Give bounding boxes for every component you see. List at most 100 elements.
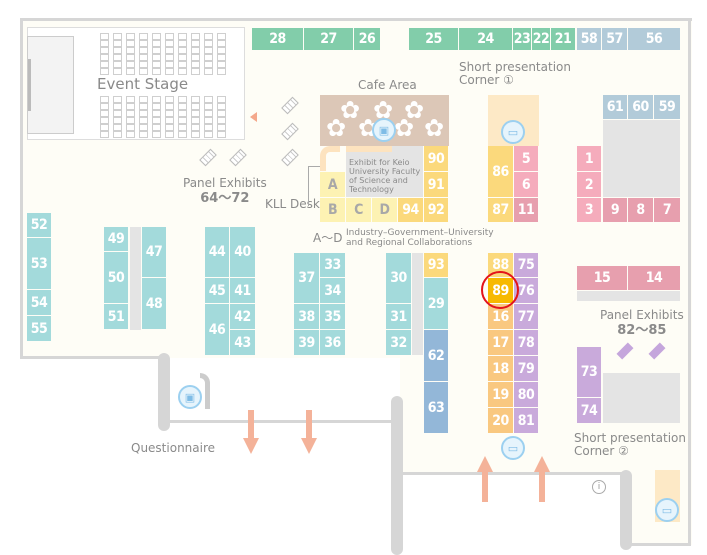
booth-28[interactable]: 28 [252,28,303,50]
seat [100,124,109,131]
booth-48[interactable]: 48 [142,278,166,329]
presentation-screen-icon: ▭ [501,436,525,460]
booth-19[interactable]: 19 [488,382,513,407]
booth-30[interactable]: 30 [386,253,411,303]
seat [100,47,109,54]
booth-93[interactable]: 93 [424,253,448,277]
seat [204,33,213,40]
booth-42[interactable]: 42 [230,304,255,329]
cafe-table-icon: ✿ [340,96,361,124]
seat [113,117,122,124]
booth-44[interactable]: 44 [205,227,229,277]
booth-17[interactable]: 17 [488,330,513,355]
ballot-box-icon: ▣ [178,385,202,409]
booth-33[interactable]: 33 [320,253,345,277]
booth-79[interactable]: 79 [514,356,538,381]
booth-74[interactable]: 74 [577,398,601,423]
seat [152,117,161,124]
booth-3[interactable]: 3 [577,198,601,222]
seat [165,33,174,40]
booth-11[interactable]: 11 [514,198,538,222]
booth-77[interactable]: 77 [514,304,538,329]
booth-47[interactable]: 47 [142,227,166,277]
booth-24[interactable]: 24 [459,28,512,50]
seat [217,47,226,54]
booth-57[interactable]: 57 [602,28,627,50]
booth-6[interactable]: 6 [514,172,538,197]
seat [191,124,200,131]
panel-exhibits-left-range: 64〜72 [200,191,250,206]
booth-81[interactable]: 81 [514,408,538,433]
booth-50[interactable]: 50 [104,252,128,303]
booth-5[interactable]: 5 [514,146,538,171]
booth-35[interactable]: 35 [320,304,345,329]
booth-1[interactable]: 1 [577,146,601,171]
booth-56[interactable]: 56 [628,28,680,50]
booth-39[interactable]: 39 [294,330,319,355]
booth-21[interactable]: 21 [551,28,575,50]
booth-7[interactable]: 7 [654,198,680,222]
booth-16[interactable]: 16 [488,304,513,329]
booth-A[interactable]: A [320,172,345,197]
booth-52[interactable]: 52 [27,213,51,237]
seat [152,110,161,117]
booth-80[interactable]: 80 [514,382,538,407]
booth-92[interactable]: 92 [424,198,448,222]
booth-38[interactable]: 38 [294,304,319,329]
booth-14[interactable]: 14 [628,266,680,290]
booth-60[interactable]: 60 [628,95,653,119]
booth-31[interactable]: 31 [386,304,411,329]
booth-C[interactable]: C [346,198,371,222]
booth-B[interactable]: B [320,198,345,222]
seat [217,33,226,40]
booth-55[interactable]: 55 [27,316,51,341]
booth-32[interactable]: 32 [386,330,411,355]
booth-15[interactable]: 15 [577,266,627,290]
booth-62[interactable]: 62 [424,330,448,381]
booth-49[interactable]: 49 [104,227,128,251]
seat [217,117,226,124]
booth-90[interactable]: 90 [424,146,448,171]
booth-37[interactable]: 37 [294,253,319,303]
booth-34[interactable]: 34 [320,278,345,303]
wall-top [20,18,692,21]
booth-36[interactable]: 36 [320,330,345,355]
booth-53[interactable]: 53 [27,238,51,289]
booth-45[interactable]: 45 [205,278,229,303]
booth-63[interactable]: 63 [424,382,448,433]
booth-9[interactable]: 9 [603,198,627,222]
booth-18[interactable]: 18 [488,356,513,381]
booth-27[interactable]: 27 [304,28,353,50]
booth-87[interactable]: 87 [488,198,513,222]
booth-22[interactable]: 22 [532,28,550,50]
booth-43[interactable]: 43 [230,330,255,355]
booth-40[interactable]: 40 [230,227,255,277]
booth-41[interactable]: 41 [230,278,255,303]
seat [204,40,213,47]
booth-54[interactable]: 54 [27,290,51,315]
booth-86[interactable]: 86 [488,146,513,197]
booth-2[interactable]: 2 [577,172,601,197]
booth-59[interactable]: 59 [654,95,680,119]
booth-23[interactable]: 23 [513,28,531,50]
booth-94[interactable]: 94 [398,198,423,222]
booth-61[interactable]: 61 [603,95,627,119]
booth-51[interactable]: 51 [104,304,128,329]
booth-8[interactable]: 8 [628,198,653,222]
booth-25[interactable]: 25 [409,28,458,50]
booth-75[interactable]: 75 [514,253,538,277]
booth-26[interactable]: 26 [354,28,380,50]
booth-78[interactable]: 78 [514,330,538,355]
booth-D[interactable]: D [372,198,397,222]
booth-73[interactable]: 73 [577,347,601,397]
cafe-table-icon: ✿ [394,114,415,142]
seat [204,117,213,124]
seat [126,40,135,47]
booth-91[interactable]: 91 [424,172,448,197]
booth-29[interactable]: 29 [424,278,448,329]
seat [139,110,148,117]
booth-20[interactable]: 20 [488,408,513,433]
booth-46[interactable]: 46 [205,304,229,355]
seat [165,40,174,47]
booth-58[interactable]: 58 [577,28,601,50]
